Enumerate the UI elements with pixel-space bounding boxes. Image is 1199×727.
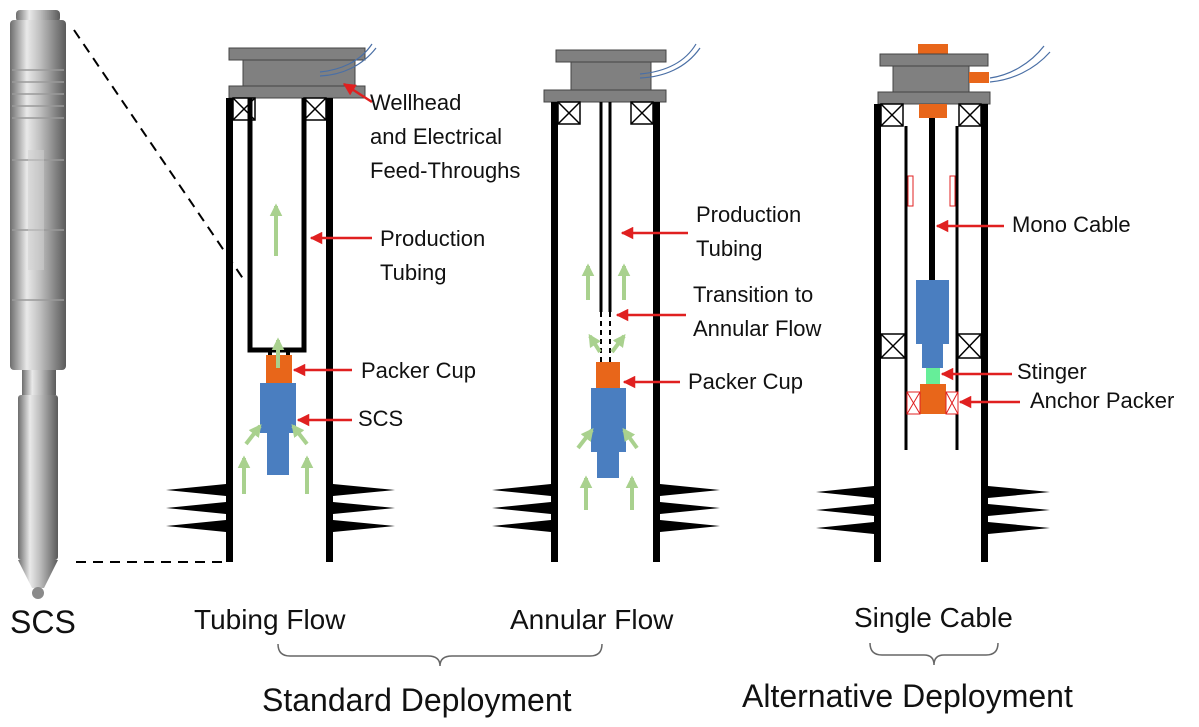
label-mono-cable: Mono Cable	[1012, 212, 1131, 237]
caption-scs: SCS	[10, 604, 76, 640]
label-production-tubing: Production Tubing	[380, 222, 485, 290]
scs-tool	[260, 383, 296, 433]
packer-cup	[596, 362, 620, 388]
callout-arrows	[292, 82, 1020, 427]
label-annular-production-tubing-line1: Production	[696, 202, 802, 227]
label-production-tubing-line1: Production	[380, 226, 486, 251]
scs-tool	[916, 280, 949, 344]
label-annular-packer-cup: Packer Cup	[688, 369, 803, 394]
perforation-icon	[816, 486, 1050, 534]
caption-standard-deployment: Standard Deployment	[262, 682, 572, 718]
caption-tubing-flow: Tubing Flow	[194, 604, 346, 635]
lower-seal	[880, 333, 982, 359]
scs-tool-icon	[10, 10, 66, 599]
well-tubing-flow	[166, 43, 395, 562]
well-annular-flow	[492, 43, 720, 562]
hanger-seal	[557, 101, 654, 125]
caption-single-cable: Single Cable	[854, 602, 1013, 633]
label-wellhead: Wellhead and Electrical Feed-Throughs	[370, 86, 520, 188]
perforation-icon	[492, 484, 720, 532]
label-annular-production-tubing-line2: Tubing	[696, 236, 763, 261]
hanger-seal	[232, 97, 327, 121]
flow-arrow-icon	[237, 203, 314, 494]
flow-arrow-icon	[576, 263, 639, 510]
hanger-seal	[880, 103, 982, 127]
brace-alternative	[869, 642, 999, 666]
label-scs: SCS	[358, 406, 404, 431]
anchor-packer	[906, 384, 959, 415]
wellhead-icon	[877, 44, 1051, 118]
caption-alternative-deployment: Alternative Deployment	[742, 678, 1073, 714]
perforation-icon	[166, 484, 395, 532]
label-annular-production-tubing: Production Tubing	[696, 198, 801, 266]
label-transition: Transition to Annular Flow	[693, 278, 821, 346]
stinger	[926, 368, 940, 384]
label-production-tubing-line2: Tubing	[380, 260, 447, 285]
label-wellhead-line1: Wellhead	[370, 90, 462, 115]
label-anchor-packer: Anchor Packer	[1030, 388, 1175, 413]
well-single-cable	[816, 44, 1051, 562]
label-wellhead-line2: and Electrical	[370, 124, 503, 149]
label-packer-cup: Packer Cup	[361, 358, 476, 383]
label-wellhead-line3: Feed-Throughs	[370, 158, 521, 183]
wellhead-icon	[543, 43, 701, 103]
label-transition-line2: Annular Flow	[693, 316, 822, 341]
wellhead-icon	[228, 43, 377, 99]
label-stinger: Stinger	[1017, 359, 1087, 384]
label-transition-line1: Transition to	[693, 282, 814, 307]
brace-standard	[277, 643, 603, 667]
caption-annular-flow: Annular Flow	[510, 604, 674, 635]
zoom-line-top	[73, 29, 245, 281]
scs-tool	[591, 388, 626, 452]
